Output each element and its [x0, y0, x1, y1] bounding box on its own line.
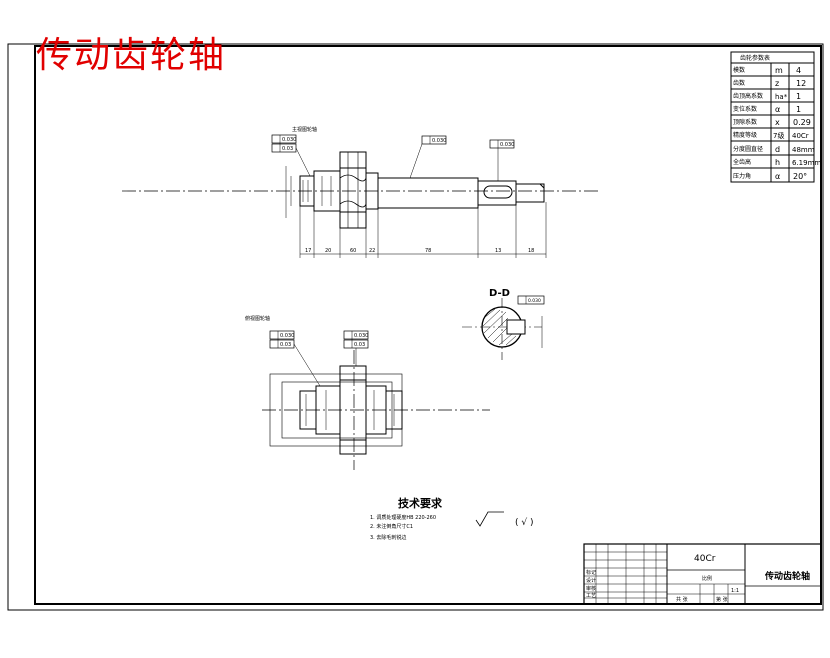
title-block [583, 543, 822, 605]
section-d-d [462, 295, 545, 360]
scale-label: 比例 [702, 575, 712, 582]
gear-row-value: 1 [796, 92, 801, 101]
side-tolerance-4: 0.03 [354, 342, 365, 348]
side-view [262, 330, 490, 470]
gear-row-name: 精度等级 [733, 131, 757, 139]
gear-row-value: 40Cr [792, 132, 809, 140]
dimension-label: 18 [528, 248, 534, 254]
main-view-label: 主视图轮轴 [292, 126, 317, 133]
title-row-label: 工艺 [586, 593, 596, 599]
dimension-label: 20 [325, 248, 331, 254]
dimension-label: 60 [350, 248, 356, 254]
roughness-symbol: ( √ ) [515, 517, 533, 528]
main-view [122, 134, 600, 258]
gear-row-symbol: α [775, 172, 780, 181]
outer-border [7, 43, 824, 611]
gear-parameter-table [730, 51, 815, 183]
gear-row-symbol: x [775, 118, 780, 127]
gear-row-name: 齿顶高系数 [733, 92, 763, 100]
gear-row-symbol: α [775, 105, 780, 114]
gear-row-symbol: d [775, 145, 780, 154]
gear-row-symbol: 7级 [773, 131, 784, 140]
gear-row-symbol: z [775, 79, 779, 88]
tech-requirement-item: 3. 去除毛刺锐边 [370, 534, 406, 541]
side-view-label: 俯视图轮轴 [245, 315, 270, 322]
gear-row-symbol: m [775, 66, 783, 75]
scale-value: 1:1 [731, 588, 739, 594]
drawing-title-stamp: 传动齿轮轴 [36, 35, 227, 76]
gear-row-symbol: h [775, 158, 780, 167]
gear-table-header: 齿轮参数表 [740, 54, 770, 62]
section-label: D-D [489, 288, 510, 299]
gear-row-value: 20° [793, 172, 807, 181]
sheet-number: 第 张 [716, 596, 728, 603]
gear-row-name: 顶隙系数 [733, 118, 757, 126]
gear-row-name: 变位系数 [733, 105, 757, 113]
side-tolerance-2: 0.03 [280, 342, 291, 348]
gear-row-name: 模数 [733, 66, 745, 74]
gear-row-name: 分度圆直径 [733, 145, 763, 153]
key-tolerance: 0.030 [500, 142, 514, 148]
title-row-label: 设计 [586, 577, 596, 584]
gear-row-value: 12 [796, 79, 806, 88]
title-row-label: 审核 [586, 585, 596, 592]
gear-row-value: 48mm [792, 146, 815, 154]
gear-row-value: 1 [796, 105, 801, 114]
sheet-count: 共 张 [676, 596, 688, 603]
gear-row-name: 齿数 [733, 79, 745, 87]
gear-row-value: 4 [796, 66, 801, 75]
roughness-check-icon [475, 511, 504, 527]
title-row-label: 标记 [586, 569, 596, 576]
dimension-label: 22 [369, 248, 375, 254]
gear-row-value: 0.29 [793, 118, 811, 127]
tech-requirements-title: 技术要求 [398, 496, 443, 510]
side-tolerance-1: 0.030 [280, 333, 294, 339]
main-tolerance-1: 0.030 [282, 137, 296, 143]
gear-row-symbol: ha* [775, 93, 788, 101]
part-name: 传动齿轮轴 [764, 570, 810, 582]
main-tolerance-2: 0.03 [282, 146, 293, 152]
dimension-label: 78 [425, 248, 431, 254]
gear-row-name: 全齿高 [733, 158, 751, 166]
gear-row-name: 压力角 [733, 172, 751, 180]
tech-requirement-item: 1. 调质处理硬度HB 220-260 [370, 514, 436, 521]
side-tolerance-3: 0.030 [354, 333, 368, 339]
dimension-label: 13 [495, 248, 501, 254]
gear-row-value: 6.19mm [792, 159, 821, 167]
section-tolerance: 0.030 [528, 298, 541, 304]
shaft-tolerance: 0.030 [432, 138, 446, 144]
tech-requirement-item: 2. 未注倒角尺寸C1 [370, 523, 413, 530]
material-label: 40Cr [694, 554, 716, 564]
inner-border [34, 45, 822, 605]
dimension-label: 17 [305, 248, 311, 254]
